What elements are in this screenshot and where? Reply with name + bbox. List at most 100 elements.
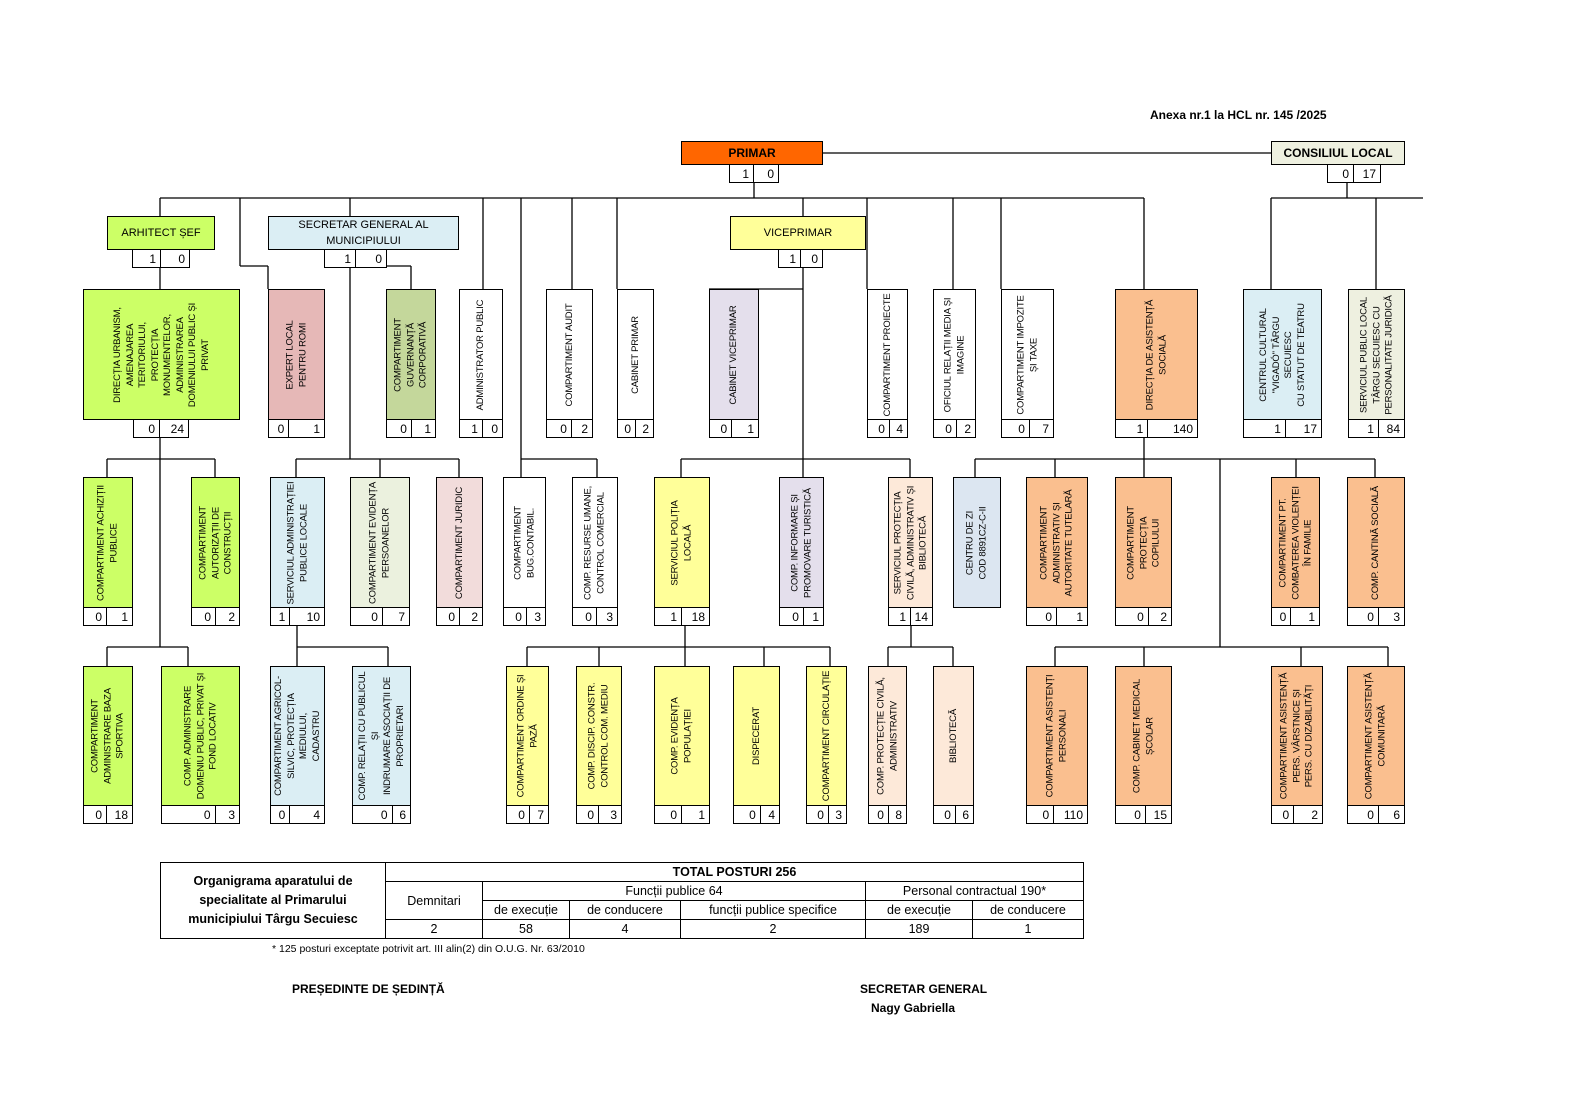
count-executie: 1	[121, 609, 128, 624]
count-executie: 3	[610, 807, 617, 822]
org-unit-label: COMPARTIMENT ASISTENȚI PERSONALI	[1044, 674, 1069, 798]
count-executie: 0	[767, 166, 774, 181]
org-unit-label: CONSILIUL LOCAL	[1283, 146, 1393, 160]
count-executie: 2	[642, 421, 649, 436]
col-pc-conducere: de conducere	[972, 900, 1084, 920]
org-unit-label: COMPARTIMENT CIRCULAȚIE	[820, 670, 832, 802]
org-unit-cabinet-primar: CABINET PRIMAR	[617, 289, 654, 420]
count-conducere: 0	[780, 608, 804, 625]
org-unit-label: CENTRUL CULTURAL "VIGADÓ" TÂRGU SECUIESC…	[1257, 302, 1307, 407]
org-unit-cabinet-medical: COMP. CABINET MEDICAL ȘCOLAR	[1115, 666, 1172, 806]
val-demnitari: 2	[385, 919, 483, 939]
count-conducere: 0	[271, 806, 291, 823]
summary-title: Organigrama aparatului de specialitate a…	[160, 862, 386, 939]
count-executie: 4	[896, 421, 903, 436]
org-unit-label: SERVICIUL ADMINISTRAȚIEI PUBLICE LOCALE	[285, 481, 309, 604]
val-fp-conducere: 4	[569, 919, 681, 939]
val-pc-executie: 189	[865, 919, 973, 939]
org-unit-dispecerat: DISPECERAT	[733, 666, 780, 806]
col-fp-executie: de execuție	[482, 900, 570, 920]
count-executie: 0	[491, 421, 498, 436]
org-unit-label: CENTRU DE ZI COD 8891CZ-C-II	[964, 506, 989, 580]
org-unit-relatii-media: OFICIUL RELAȚII MEDIA ȘI IMAGINE	[933, 289, 976, 420]
org-unit-primar: PRIMAR	[681, 141, 823, 165]
count-executie: 4	[313, 807, 320, 822]
org-unit-asistenta-comunitara: COMPARTIMENT ASISTENȚĂ COMUNITARĂ	[1347, 666, 1405, 806]
summary-table: Organigrama aparatului de specialitate a…	[160, 862, 1084, 939]
org-unit-protectie-civila-serv: SERVICIUL PROTECȚIA CIVILĂ, ADMINISTRATI…	[888, 477, 933, 608]
col-pc-executie: de execuție	[865, 900, 973, 920]
org-unit-evidenta-pop: COMP. EVIDENȚA POPULAȚIEI	[654, 666, 710, 806]
count-executie: 84	[1386, 421, 1400, 436]
org-unit-label: COMP. CANTINĂ SOCIALĂ	[1369, 485, 1381, 600]
org-unit-label: SERVICIUL PUBLIC LOCAL TÂRGU SECUIESC CU…	[1357, 294, 1394, 415]
count-executie: 6	[1393, 807, 1400, 822]
org-unit-label: SERVICIUL POLIȚIA LOCALĂ	[669, 499, 694, 586]
count-conducere: 0	[1272, 806, 1295, 823]
org-unit-label: SERVICIUL PROTECȚIA CIVILĂ, ADMINISTRATI…	[891, 485, 928, 600]
org-unit-impozite: COMPARTIMENT IMPOZITE ȘI TAXE	[1001, 289, 1054, 420]
org-unit-label: DIRECȚIA URBANISM, AMENAJAREA TERITORIUL…	[111, 302, 211, 407]
count-executie: 2	[1160, 609, 1167, 624]
org-unit-admin-public: ADMINISTRATOR PUBLIC	[459, 289, 503, 420]
count-conducere: 0	[84, 608, 108, 625]
org-unit-label: ARHITECT ȘEF	[121, 227, 201, 239]
count-conducere: 0	[1328, 165, 1355, 182]
org-unit-label: CABINET PRIMAR	[629, 315, 641, 394]
count-conducere: 0	[507, 806, 530, 823]
count-conducere: 1	[655, 608, 683, 625]
org-unit-asistenta-varstnici: COMPARTIMENT ASISTENȚĂ PERS. VÂRSTNICE Ș…	[1271, 666, 1323, 806]
org-unit-label: COMPARTIMENT ADMINISTRARE BAZA SPORTIVA	[89, 688, 126, 784]
count-executie: 4	[768, 807, 775, 822]
count-conducere: 1	[1349, 420, 1379, 437]
org-unit-label: COMPARTIMENT PT. COMBATEREA VIOLENȚEI ÎN…	[1276, 485, 1313, 600]
count-conducere: 1	[889, 608, 911, 625]
count-conducere: 1	[460, 420, 483, 437]
org-unit-agricol: COMPARTIMENT AGRICOL- SILVIC, PROTECȚIA …	[270, 666, 325, 806]
org-unit-label: COMP. PROTECȚIE CIVILĂ, ADMINISTRATIV	[875, 677, 899, 795]
count-conducere: 1	[133, 250, 162, 267]
count-conducere: 1	[325, 250, 356, 267]
count-conducere: 0	[162, 806, 216, 823]
header-functii-publice: Funcții publice 64	[482, 881, 866, 901]
count-executie: 7	[398, 609, 405, 624]
org-unit-consiliu: CONSILIUL LOCAL	[1271, 141, 1405, 165]
count-conducere: 1	[1116, 420, 1149, 437]
val-fp-specifice: 2	[680, 919, 866, 939]
org-unit-label: COMP. RELAȚII CU PUBLICUL ȘI INDRUMARE A…	[356, 671, 406, 801]
count-executie: 8	[895, 807, 902, 822]
col-fp-conducere: de conducere	[569, 900, 681, 920]
count-executie: 110	[1063, 807, 1083, 822]
org-unit-label: COMP. INFORMARE ȘI PROMOVARE TURISTICĂ	[789, 487, 813, 598]
org-unit-label: COMPARTIMENT PROIECTE	[881, 292, 893, 416]
org-unit-label: COMPARTIMENT EVIDENȚA PERSOANELOR	[367, 481, 392, 604]
count-executie: 1	[424, 421, 431, 436]
signature-secretar-title: SECRETAR GENERAL	[860, 982, 988, 996]
org-unit-label: DIRECȚIA DE ASISTENȚĂ SOCIALĂ	[1144, 299, 1168, 410]
org-unit-juridic: COMPARTIMENT JURIDIC	[436, 477, 483, 608]
count-conducere: 0	[573, 608, 597, 625]
count-conducere: 0	[710, 420, 733, 437]
org-unit-label: COMP. CABINET MEDICAL ȘCOLAR	[1131, 678, 1155, 794]
count-conducere: 0	[351, 608, 383, 625]
count-conducere: 0	[577, 806, 600, 823]
count-executie: 18	[114, 807, 128, 822]
